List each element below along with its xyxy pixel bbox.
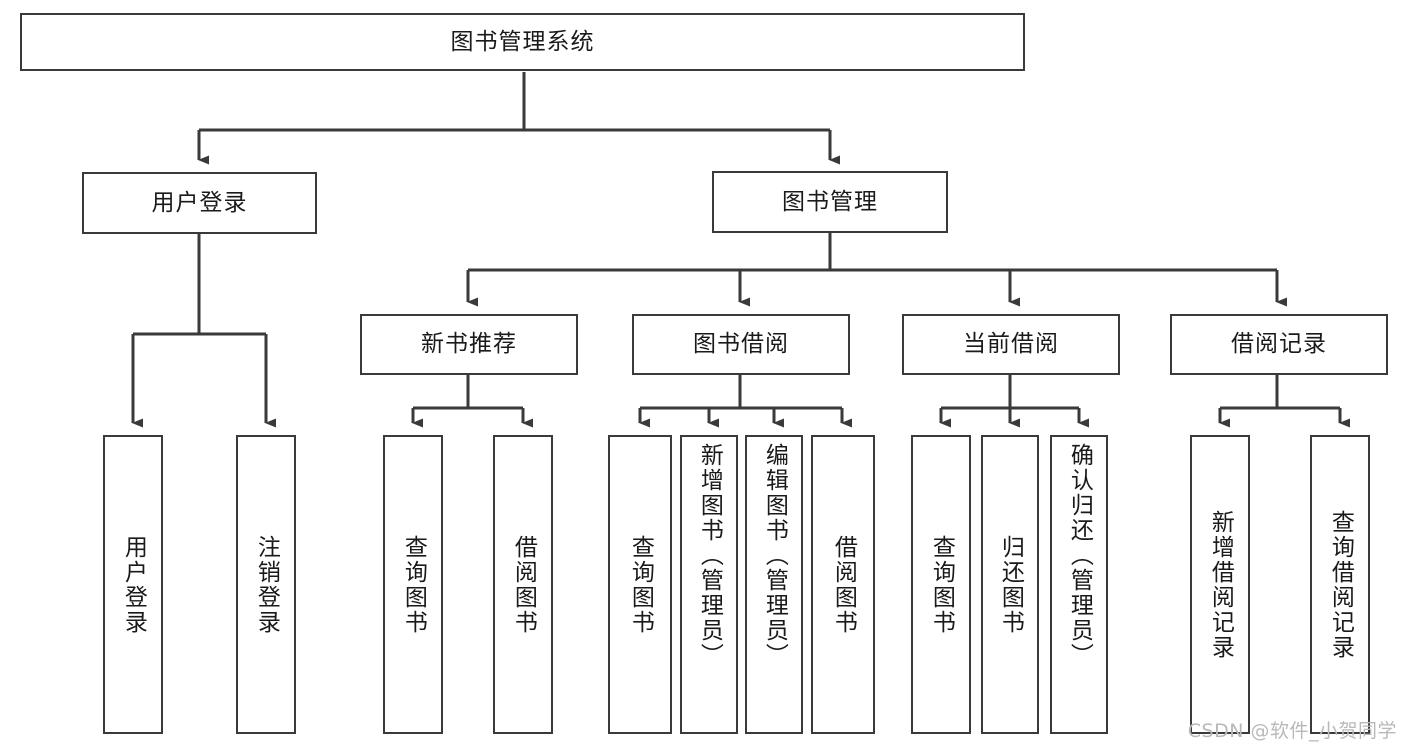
node-label: 新书推荐 xyxy=(421,331,517,358)
leaf-user-login[interactable]: 用户登录 xyxy=(103,435,163,734)
node-book-management[interactable]: 图书管理 xyxy=(712,171,948,233)
node-label: 新增借阅记录 xyxy=(1207,509,1234,660)
leaf-borrow-book-new[interactable]: 借阅图书 xyxy=(493,435,553,734)
node-label: 查询图书 xyxy=(928,534,955,635)
leaf-edit-book-admin[interactable]: 编辑图书（管理员） xyxy=(745,435,803,734)
leaf-query-book-borrow[interactable]: 查询图书 xyxy=(608,435,672,734)
node-book-borrow[interactable]: 图书借阅 xyxy=(632,314,850,375)
leaf-query-book-current[interactable]: 查询图书 xyxy=(911,435,971,734)
leaf-confirm-return-admin[interactable]: 确认归还（管理员） xyxy=(1050,435,1108,734)
leaf-logout-login[interactable]: 注销登录 xyxy=(236,435,296,734)
node-label: 借阅记录 xyxy=(1231,331,1327,358)
node-current-borrow[interactable]: 当前借阅 xyxy=(902,314,1120,375)
node-label: 图书管理系统 xyxy=(450,28,595,55)
node-root-library-system[interactable]: 图书管理系统 xyxy=(20,13,1025,71)
leaf-query-book-new[interactable]: 查询图书 xyxy=(383,435,443,734)
leaf-add-book-admin[interactable]: 新增图书（管理员） xyxy=(680,435,738,734)
node-label: 借阅图书 xyxy=(830,534,857,635)
node-label: 查询借阅记录 xyxy=(1327,509,1354,660)
leaf-borrow-book-borrow[interactable]: 借阅图书 xyxy=(811,435,875,734)
node-label: 确认归还（管理员） xyxy=(1066,443,1093,668)
watermark: CSDN @软件_小贺同学 xyxy=(1187,720,1397,742)
node-label: 用户登录 xyxy=(120,534,147,635)
node-label: 注销登录 xyxy=(253,534,280,635)
node-label: 归还图书 xyxy=(997,534,1024,635)
node-label: 新增图书（管理员） xyxy=(696,443,723,668)
node-borrow-record[interactable]: 借阅记录 xyxy=(1170,314,1388,375)
node-label: 当前借阅 xyxy=(963,331,1059,358)
node-label: 图书管理 xyxy=(782,188,878,215)
leaf-query-borrow-record[interactable]: 查询借阅记录 xyxy=(1310,435,1370,734)
node-label: 借阅图书 xyxy=(510,534,537,635)
node-user-login[interactable]: 用户登录 xyxy=(82,172,317,234)
leaf-return-book[interactable]: 归还图书 xyxy=(981,435,1039,734)
node-new-book-recommend[interactable]: 新书推荐 xyxy=(360,314,578,375)
leaf-add-borrow-record[interactable]: 新增借阅记录 xyxy=(1190,435,1250,734)
node-label: 编辑图书（管理员） xyxy=(761,443,788,668)
node-label: 图书借阅 xyxy=(693,331,789,358)
node-label: 查询图书 xyxy=(627,534,654,635)
node-label: 用户登录 xyxy=(151,189,248,216)
node-label: 查询图书 xyxy=(400,534,427,635)
